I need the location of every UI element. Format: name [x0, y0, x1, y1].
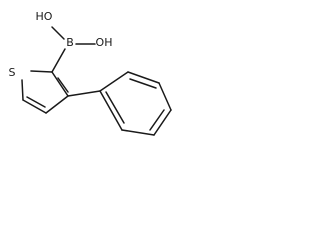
bond-ph-3: [158, 82, 172, 111]
bond-c5-s: [21, 79, 24, 101]
bond-ph-1: [99, 71, 129, 92]
bond-c3-c4: [45, 95, 69, 114]
bond-ph-4: [153, 109, 172, 136]
bond-s-c2: [30, 70, 53, 73]
bond-ph-6: [99, 90, 123, 131]
atom-label-hydroxyl-right: OH: [96, 36, 113, 49]
bond-ph-inner-3: [105, 91, 125, 124]
bond-c2-c3: [51, 71, 69, 97]
bond-ph-inner-1: [129, 78, 157, 89]
structure-diagram: HO B OH S: [9, 10, 172, 136]
atom-label-sulfur: S: [9, 66, 16, 79]
bond-b-oh-left: [51, 26, 65, 40]
bond-c4-c5-inner: [26, 96, 46, 108]
atom-label-hydroxyl-left: HO: [36, 10, 53, 23]
bond-c4-c5: [22, 99, 47, 114]
bond-c3-phenyl: [67, 90, 101, 97]
bond-c2-b: [51, 48, 66, 73]
atom-label-boron: B: [66, 36, 74, 49]
bond-ph-inner-2: [149, 109, 165, 131]
bond-c2-c3-inner: [57, 77, 69, 93]
bond-ph-5: [121, 129, 155, 136]
bond-ph-2: [127, 71, 160, 84]
